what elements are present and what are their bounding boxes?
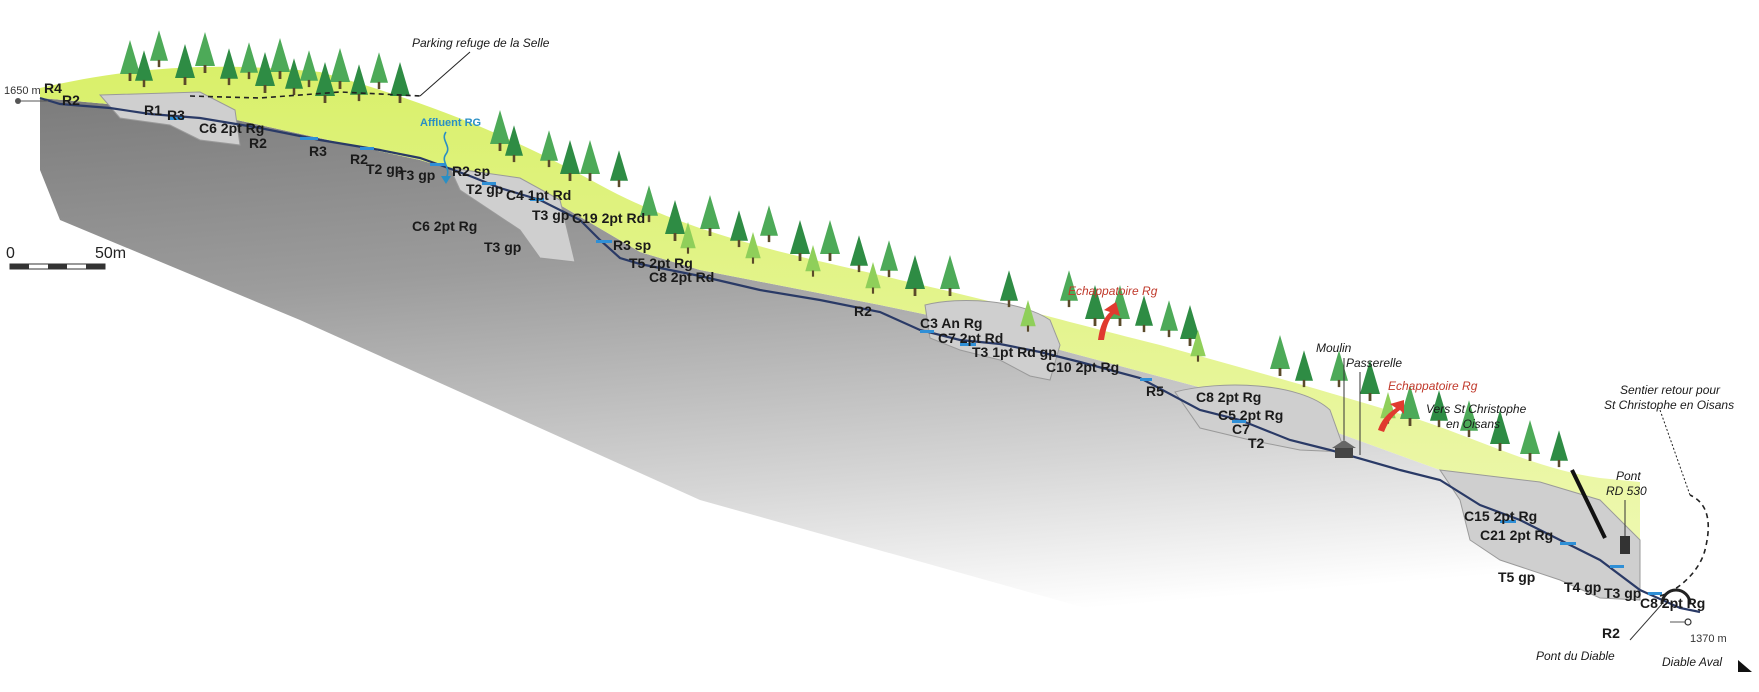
escape-arrow-2: [1378, 400, 1404, 432]
obstacle-label: T2 gp: [466, 181, 503, 197]
vers-st-christophe-label-1: Vers St Christophe: [1426, 402, 1527, 416]
tributary-arrow: [443, 131, 449, 179]
obstacle-label: R2 sp: [452, 163, 490, 179]
moulin-label: Moulin: [1316, 341, 1352, 355]
obstacle-label: C4 1pt Rd: [506, 187, 571, 203]
obstacle-label: C7: [1232, 421, 1250, 437]
pont-du-diable-label: Pont du Diable: [1536, 649, 1615, 663]
obstacle-label: T2 gp: [366, 161, 403, 177]
obstacle-label: C8 2pt Rg: [1196, 389, 1261, 405]
obstacle-label: R5: [1146, 383, 1164, 399]
obstacle-label: T3 gp: [484, 239, 521, 255]
affluent-label: Affluent RG: [420, 117, 481, 129]
obstacle-label: R2: [249, 135, 267, 151]
obstacle-label: T5 gp: [1498, 569, 1535, 585]
obstacle-label: C8 2pt Rg: [1640, 595, 1705, 611]
obstacle-label: C6 2pt Rg: [412, 218, 477, 234]
altitude-bottom-label: 1370 m: [1690, 633, 1727, 645]
obstacle-label: T3 gp: [1604, 585, 1641, 601]
obstacle-label: C5 2pt Rg: [1218, 407, 1283, 423]
obstacle-label: C21 2pt Rg: [1480, 527, 1553, 543]
obstacle-label: R2: [854, 303, 872, 319]
road-line: [1570, 469, 1607, 539]
escape-arrow-1: [1098, 302, 1120, 340]
obstacle-label: T2: [1248, 435, 1265, 451]
obstacle-label: C19 2pt Rd: [572, 210, 645, 226]
obstacle-label: T5 2pt Rg: [629, 255, 693, 271]
echappatoire-2-label: Echappatoire Rg: [1388, 379, 1478, 393]
return-leader: [1659, 409, 1691, 496]
parking-trail: [189, 91, 421, 99]
pont-diable-leader: [1629, 603, 1663, 641]
moulin-hut-icon: [1332, 440, 1356, 458]
obstacle-label: R2: [62, 92, 80, 108]
obstacle-label: R3: [309, 143, 327, 159]
diable-aval-label: Diable Aval: [1662, 655, 1722, 669]
echappatoire-1-label: Echappatoire Rg: [1068, 284, 1158, 298]
scale-zero-label: 0: [6, 245, 15, 262]
pools: [170, 117, 1662, 595]
return-trail: [1659, 494, 1710, 597]
obstacle-label: C7 2pt Rd: [938, 330, 1003, 346]
rock-mass: [40, 98, 1740, 660]
passerelle-label: Passerelle: [1346, 356, 1402, 370]
pont-rd-label-2: RD 530: [1606, 484, 1647, 498]
parking-leader: [419, 51, 471, 97]
obstacle-label: R3 sp: [613, 237, 651, 253]
obstacle-label: R2: [350, 151, 368, 167]
obstacle-label: T4 gp: [1564, 579, 1601, 595]
obstacle-label: T3 gp: [532, 207, 569, 223]
obstacle-label: C3 An Rg: [920, 315, 982, 331]
obstacle-label: C10 2pt Rg: [1046, 359, 1119, 375]
altitude-top-label: 1650 m: [4, 85, 41, 97]
obstacle-label: R3: [167, 107, 185, 123]
obstacle-label: R1: [144, 102, 162, 118]
sentier-label-1: Sentier retour pour: [1620, 383, 1721, 397]
scale-bar: [9, 263, 106, 270]
obstacle-label: T3 gp: [398, 167, 435, 183]
obstacle-label: C15 2pt Rg: [1464, 508, 1537, 524]
parking-label: Parking refuge de la Selle: [412, 36, 550, 50]
diable-aval-arrow-icon: [1738, 660, 1752, 672]
obstacle-labels: R4 R2 R1 R3 C6 2pt Rg R2 R3 R2 T2 gp T3 …: [44, 80, 1705, 641]
sentier-label-2: St Christophe en Oisans: [1604, 398, 1734, 412]
scale-length-label: 50m: [95, 245, 126, 262]
vers-st-christophe-label-2: en Oisans: [1446, 417, 1500, 431]
obstacle-label: R4: [44, 80, 62, 96]
pont-du-diable-icon: [1660, 588, 1692, 605]
river-line: [39, 96, 1701, 614]
obstacle-label: C6 2pt Rg: [199, 120, 264, 136]
bridge-rd530-icon: [1620, 536, 1630, 554]
obstacle-label: R2: [1602, 625, 1620, 641]
tributary-arrowhead: [441, 176, 451, 184]
obstacle-label: C8 2pt Rd: [649, 269, 714, 285]
obstacle-label: T3 1pt Rd gp: [972, 344, 1057, 360]
pont-rd-label-1: Pont: [1616, 469, 1641, 483]
